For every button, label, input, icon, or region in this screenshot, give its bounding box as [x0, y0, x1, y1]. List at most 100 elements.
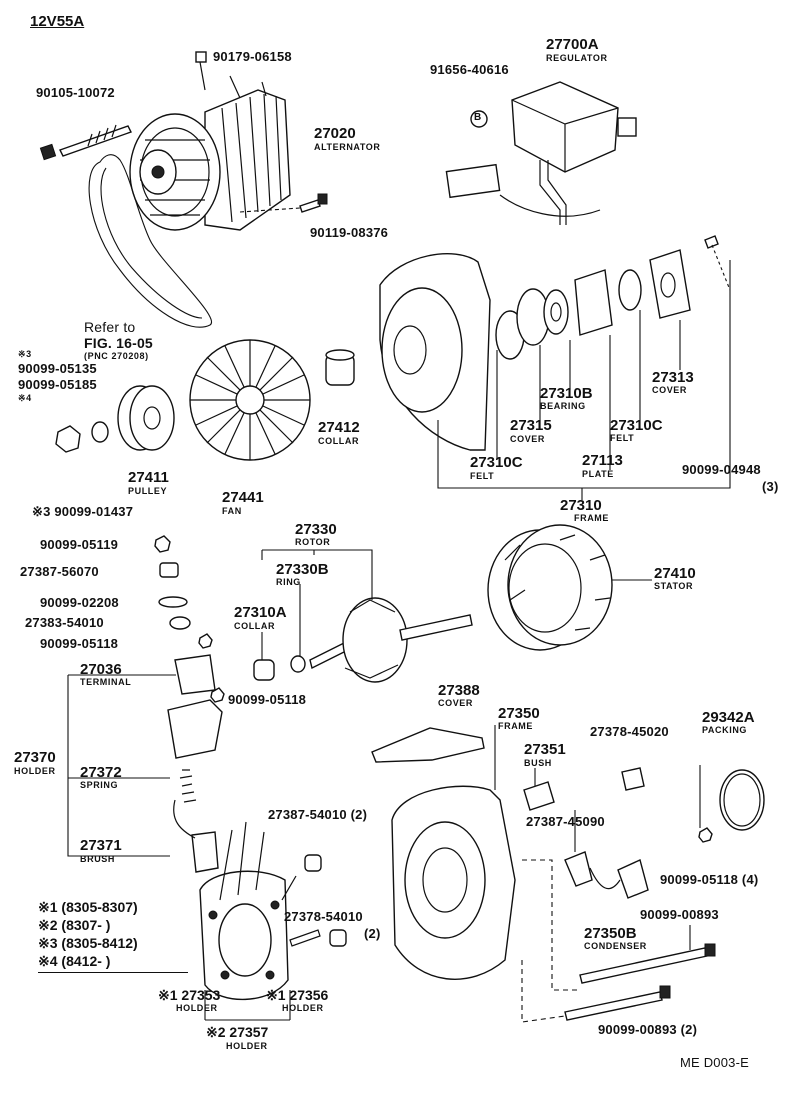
label-condenser: CONDENSER: [584, 941, 647, 951]
label-90179-06158: 90179-06158: [213, 49, 292, 64]
label-27350B: 27350B: [584, 925, 637, 942]
label-collar-27310A: COLLAR: [234, 621, 276, 631]
label-packing: PACKING: [702, 725, 748, 735]
label-27330: 27330: [295, 521, 337, 538]
label-stator: STATOR: [654, 581, 694, 591]
label-90119-08376: 90119-08376: [310, 225, 389, 240]
label-27353: ※1 27353: [158, 987, 221, 1003]
small-parts-column: [154, 535, 225, 703]
fan-drawing: [189, 339, 311, 461]
label-29342A: 29342A: [702, 709, 755, 726]
label-collar-27412: COLLAR: [318, 436, 360, 446]
label-90099-05118-a: 90099-05118: [40, 636, 119, 651]
note-2-range: (8307- ): [61, 917, 111, 933]
label-rotor: ROTOR: [295, 537, 331, 547]
label-felt-b: FELT: [610, 433, 635, 443]
note-3: ※3 (8305-8412): [38, 936, 138, 950]
label-27310A: 27310A: [234, 604, 287, 621]
label-felt-a: FELT: [470, 471, 495, 481]
rotor-drawing: [261, 549, 473, 683]
label-90099-05135: 90099-05135: [18, 361, 97, 376]
note-1-mark: ※1: [38, 899, 58, 915]
figure-code: ME D003-E: [680, 1055, 749, 1070]
v-belt: [88, 154, 213, 328]
label-27371: 27371: [80, 837, 122, 854]
screw-90119-drawing: [239, 193, 328, 213]
label-bush: BUSH: [524, 758, 552, 768]
label-27410: 27410: [654, 565, 696, 582]
label-27700A: 27700A: [546, 36, 599, 53]
label-90099-05118-c: 90099-05118 (4): [660, 872, 759, 887]
note-3-mark: ※3: [38, 935, 58, 951]
label-90099-05185: 90099-05185: [18, 377, 97, 392]
label-holder-27370: HOLDER: [14, 766, 56, 776]
label-27378-45020: 27378-45020: [590, 724, 669, 739]
label-27388: 27388: [438, 682, 480, 699]
label-27370: 27370: [14, 749, 56, 766]
label-spring: SPRING: [80, 780, 119, 790]
model-title: 12V55A: [30, 13, 85, 30]
bolt-90105-drawing: [39, 124, 132, 161]
label-27383-54010: 27383-54010: [25, 615, 104, 630]
frame-27310-drawing: [379, 235, 731, 451]
rear-frame-drawing: [371, 725, 765, 980]
label-regulator: REGULATOR: [546, 53, 608, 63]
label-27313: 27313: [652, 369, 694, 386]
label-holder-27356: HOLDER: [282, 1003, 324, 1013]
label-27310C-b: 27310C: [610, 417, 663, 434]
mark-4-a: ※4: [18, 393, 32, 403]
label-frame-27310: FRAME: [574, 513, 609, 523]
note-3-range: (8305-8412): [61, 935, 138, 951]
label-27378-54010-qty: (2): [364, 926, 381, 941]
note-4-range: (8412- ): [61, 953, 111, 969]
regulator-drawing: [445, 81, 637, 225]
label-27378-54010: 27378-54010: [284, 909, 363, 924]
b-mark: B: [474, 112, 482, 123]
label-90099-01437: ※3 90099-01437: [32, 504, 134, 519]
label-90099-00893-b: 90099-00893 (2): [598, 1022, 698, 1037]
label-bearing: BEARING: [540, 401, 586, 411]
frame-callout-lines: [437, 260, 731, 500]
label-alternator: ALTERNATOR: [314, 142, 381, 152]
label-27036: 27036: [80, 661, 122, 678]
note-4-mark: ※4: [38, 953, 58, 969]
label-27387-56070: 27387-56070: [20, 564, 99, 579]
label-90099-05119: 90099-05119: [40, 537, 119, 552]
label-brush: BRUSH: [80, 854, 116, 864]
label-90099-04948-qty: (3): [762, 479, 779, 494]
label-27310B: 27310B: [540, 385, 593, 402]
label-27357: ※2 27357: [206, 1024, 269, 1040]
label-27315: 27315: [510, 417, 552, 434]
alternator-drawing: [129, 51, 291, 231]
note-2-mark: ※2: [38, 917, 58, 933]
pulley-drawing: [55, 385, 175, 453]
label-90099-04948: 90099-04948: [682, 462, 761, 477]
refer-line-1: Refer to: [84, 319, 136, 335]
brush-holder-drawing: [167, 654, 223, 873]
label-plate: PLATE: [582, 469, 614, 479]
label-27412: 27412: [318, 419, 360, 436]
note-1: ※1 (8305-8307): [38, 900, 138, 914]
label-90099-02208: 90099-02208: [40, 595, 119, 610]
notes-underline: [38, 972, 188, 973]
mark-3-a: ※3: [18, 349, 32, 359]
holder-27370-callout: [67, 674, 176, 857]
label-27350: 27350: [498, 705, 540, 722]
label-27330B: 27330B: [276, 561, 329, 578]
label-frame-27350: FRAME: [498, 721, 533, 731]
label-90105-10072: 90105-10072: [36, 85, 115, 100]
label-27387-45090: 27387-45090: [526, 814, 605, 829]
note-2: ※2 (8307- ): [38, 918, 110, 932]
rectifier-holder-drawing: [199, 821, 321, 1021]
refer-line-3: (PNC 270208): [84, 351, 149, 361]
label-27411: 27411: [128, 469, 169, 486]
b-circle: [470, 110, 488, 128]
label-90099-00893-a: 90099-00893: [640, 907, 719, 922]
label-pulley: PULLEY: [128, 486, 168, 496]
long-bolts-drawing: [521, 859, 716, 1023]
label-cover-27388: COVER: [438, 698, 474, 708]
label-fan: FAN: [222, 506, 242, 516]
collar-27412-drawing: [325, 349, 355, 386]
